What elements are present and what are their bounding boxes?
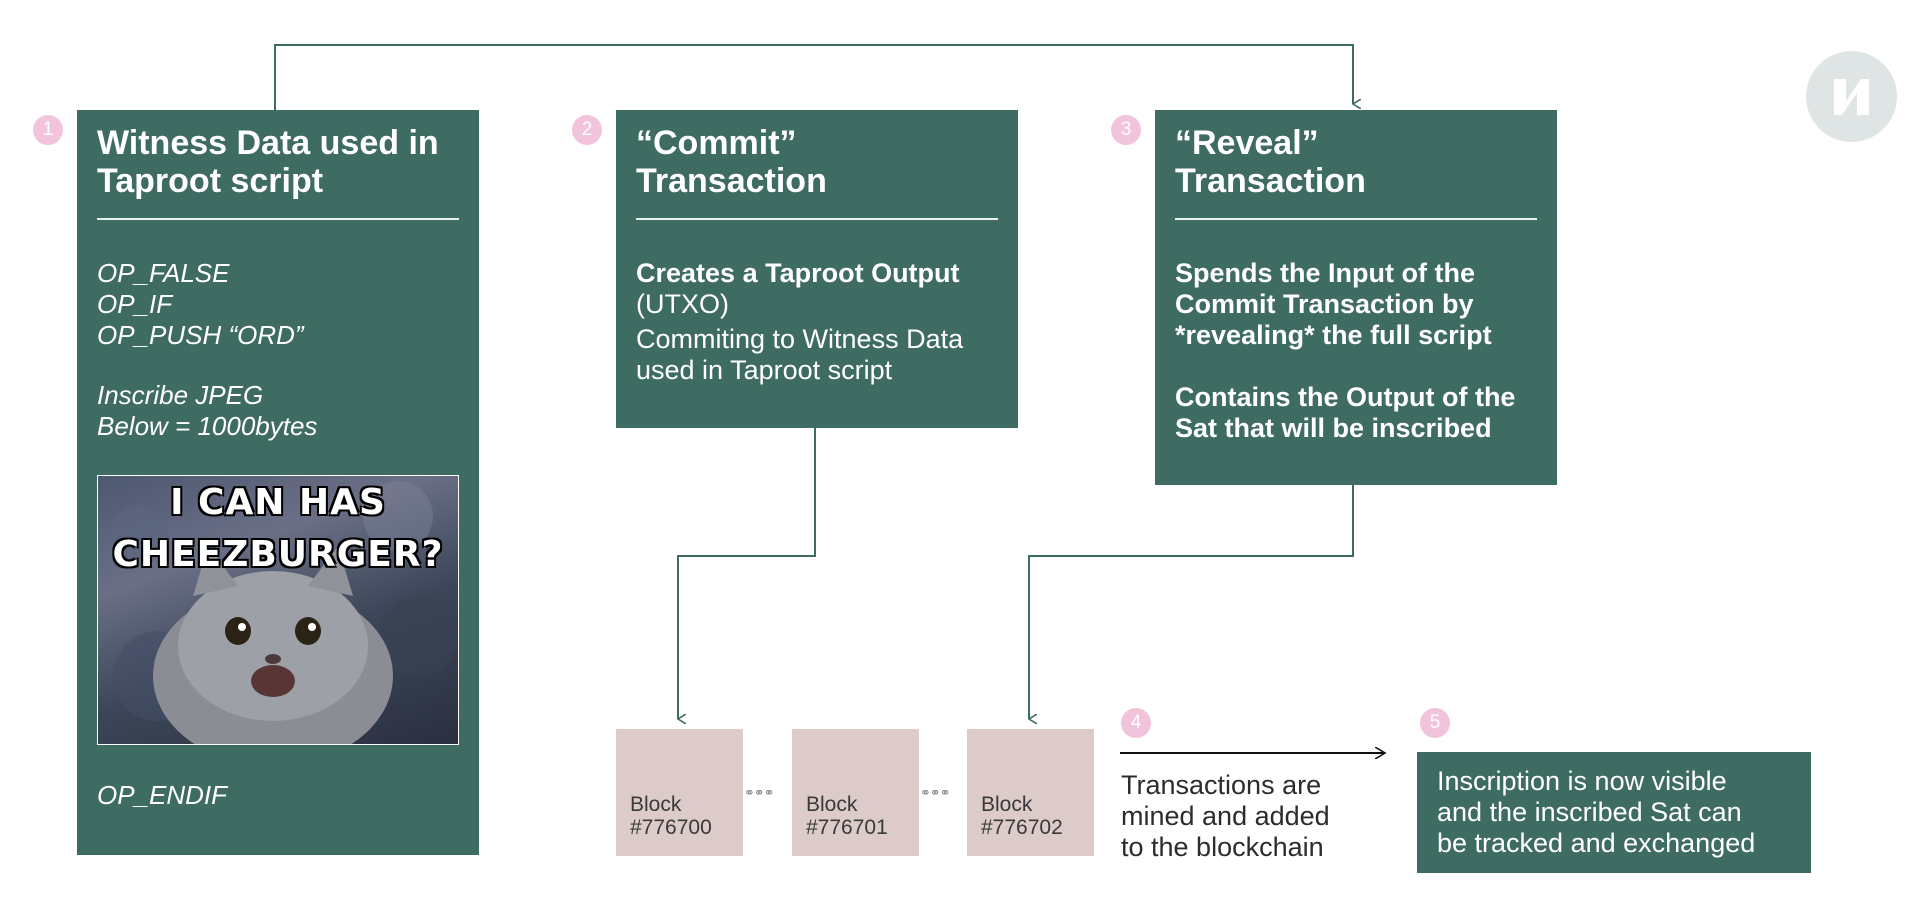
step-4-text: Transactions are mined and added to the … — [1121, 770, 1330, 863]
step-2-panel: “Commit” Transaction Creates a Taproot O… — [616, 110, 1018, 428]
step-1-code: OP_FALSE OP_IF OP_PUSH “ORD” — [97, 258, 459, 351]
step-5-line3: be tracked and exchanged — [1437, 828, 1756, 858]
step-1-note: Inscribe JPEG Below = 1000bytes — [97, 380, 459, 442]
code-op-false: OP_FALSE — [97, 258, 230, 288]
connector-reveal-to-block — [1029, 485, 1354, 719]
block-number: #776702 — [981, 816, 1063, 839]
step-2-title-line1: “Commit” — [636, 124, 797, 162]
step-4-badge: 4 — [1121, 708, 1151, 738]
connector-commit-to-block — [678, 428, 816, 719]
step-4-line3: to the blockchain — [1121, 832, 1324, 862]
step-1-divider — [97, 218, 459, 220]
code-op-push: OP_PUSH “ORD” — [97, 320, 304, 350]
step-1-badge: 1 — [33, 115, 63, 145]
step-2-text-used-in: used in Taproot script — [636, 355, 893, 385]
block-776701: Block #776701 — [792, 729, 919, 856]
block-label: Block — [630, 793, 682, 816]
block-number: #776700 — [630, 816, 712, 839]
step-2-text-creates: Creates a Taproot Output — [636, 258, 960, 288]
step-3-text-line4: Contains the Output of the — [1175, 382, 1516, 412]
step-2-title: “Commit” Transaction — [636, 124, 998, 200]
step-3-title-line1: “Reveal” — [1175, 124, 1319, 162]
step-5-panel: Inscription is now visible and the inscr… — [1417, 752, 1811, 873]
step-3-panel: “Reveal” Transaction Spends the Input of… — [1155, 110, 1557, 485]
step-5-badge: 5 — [1420, 708, 1450, 738]
block-label: Block — [981, 793, 1033, 816]
block-776702: Block #776702 — [967, 729, 1094, 856]
block-label: Block — [806, 793, 858, 816]
block-number: #776701 — [806, 816, 888, 839]
step-1-title-line2: Taproot script — [97, 162, 324, 200]
step-5-line1: Inscription is now visible — [1437, 766, 1727, 796]
code-op-endif: OP_ENDIF — [97, 780, 228, 810]
chain-link-icon: ⚭⚭⚭ — [920, 785, 951, 800]
chain-link-icon: ⚭⚭⚭ — [744, 785, 775, 800]
step-3-divider — [1175, 218, 1537, 220]
meme-image: I CAN HAS CHEEZBURGER? — [97, 475, 459, 745]
step-3-text-line5: Sat that will be inscribed — [1175, 413, 1492, 443]
step-4-line2: mined and added — [1121, 801, 1330, 831]
step-2-text-utxo: (UTXO) — [636, 289, 729, 319]
step-1-title-line1: Witness Data used in — [97, 124, 439, 162]
n-logo-icon — [1806, 51, 1897, 142]
step-3-title-line2: Transaction — [1175, 162, 1366, 200]
step-4-line1: Transactions are — [1121, 770, 1322, 800]
meme-caption-bottom: CHEEZBURGER? — [112, 534, 444, 575]
step-2-text-commiting: Commiting to Witness Data — [636, 324, 964, 354]
note-inscribe-jpeg: Inscribe JPEG — [97, 380, 264, 410]
connector-step1-to-step3 — [274, 44, 1353, 110]
step-3-text-line1: Spends the Input of the — [1175, 258, 1475, 288]
note-size-limit: Below = 1000bytes — [97, 411, 318, 441]
step-2-divider — [636, 218, 998, 220]
code-op-if: OP_IF — [97, 289, 173, 319]
meme-caption-top: I CAN HAS — [170, 482, 386, 523]
step-2-badge: 2 — [572, 115, 602, 145]
step-1-panel: Witness Data used in Taproot script OP_F… — [77, 110, 479, 855]
step-3-badge: 3 — [1111, 115, 1141, 145]
step-5-line2: and the inscribed Sat can — [1437, 797, 1742, 827]
step-3-text-line3: *revealing* the full script — [1175, 320, 1492, 350]
step-2-title-line2: Transaction — [636, 162, 827, 200]
block-776700: Block #776700 — [616, 729, 743, 856]
step-3-text-line2: Commit Transaction by — [1175, 289, 1474, 319]
step-3-title: “Reveal” Transaction — [1175, 124, 1537, 200]
step-1-title: Witness Data used in Taproot script — [97, 124, 459, 200]
